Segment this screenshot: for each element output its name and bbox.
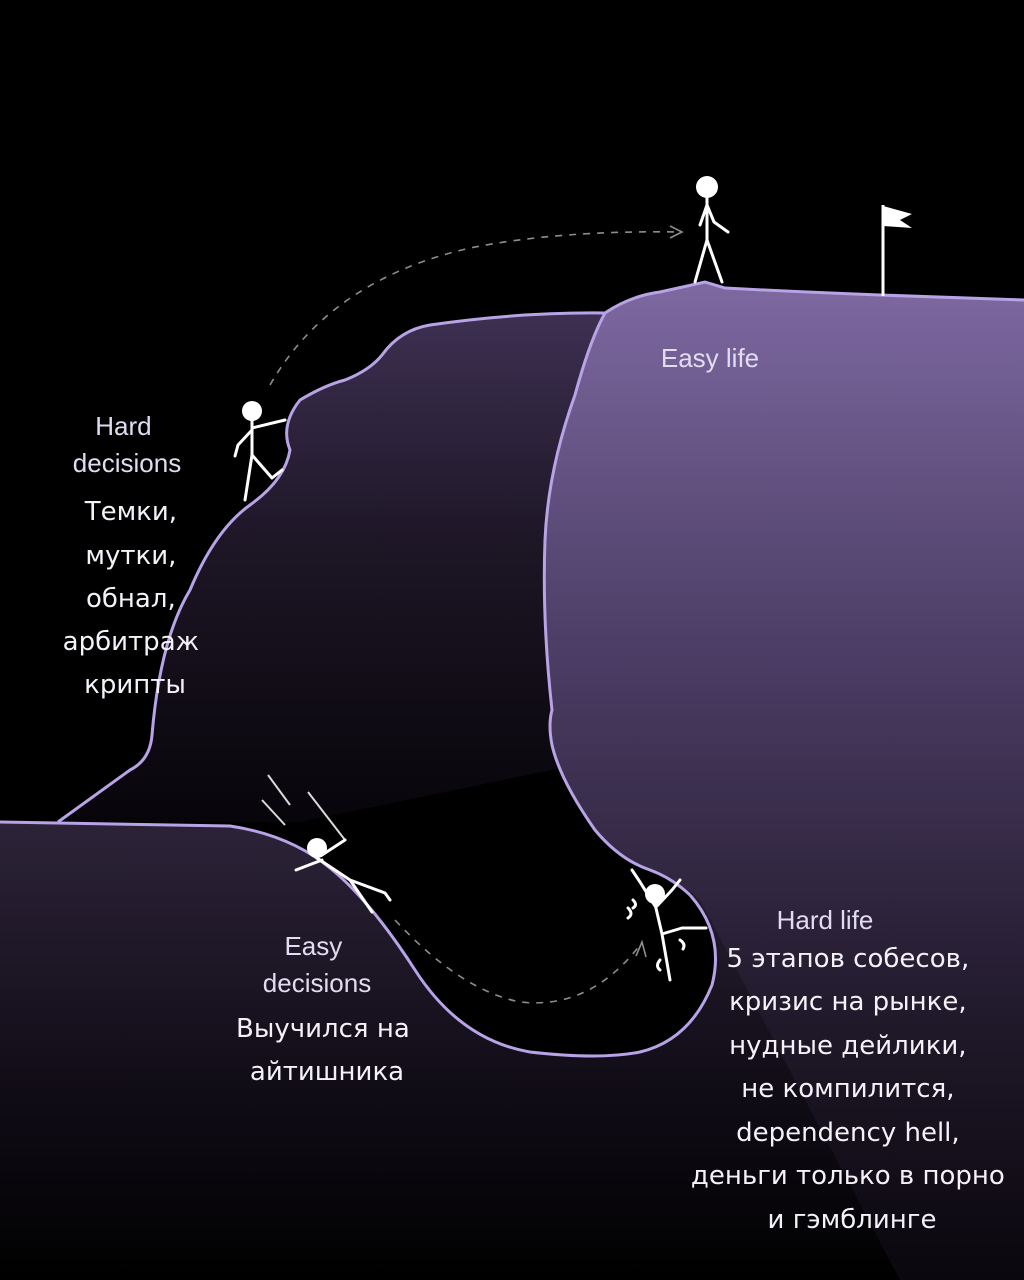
easy-decisions-label-line: decisions bbox=[263, 968, 371, 998]
hard-decisions-cliff-outline bbox=[57, 311, 606, 824]
sliding-figure-icon bbox=[294, 838, 392, 914]
hard-decisions-caption-line: мутки, bbox=[85, 541, 176, 571]
flag-icon bbox=[881, 205, 912, 296]
easy-decisions-caption: Выучился на айтишника bbox=[236, 1014, 418, 1087]
hard-decisions-label-line: Hard bbox=[95, 411, 151, 441]
walking-figure-icon bbox=[693, 176, 730, 284]
hard-decisions-caption-line: обнал, bbox=[86, 584, 176, 614]
hard-life-caption-line: 5 этапов собесов, bbox=[727, 944, 970, 974]
hard-life-caption-line: dependency hell, bbox=[736, 1118, 960, 1148]
motion-line-icon bbox=[261, 799, 286, 826]
hard-decisions-caption: Темки, мутки, обнал, арбитраж крипты bbox=[63, 497, 208, 700]
motion-line-icon bbox=[307, 791, 346, 841]
easy-life-plateau-outline bbox=[542, 280, 1024, 897]
easy-life-plateau bbox=[544, 282, 1024, 1280]
struggling-figure-icon bbox=[626, 868, 708, 982]
hard-life-caption-line: и гэмблинге bbox=[768, 1205, 937, 1235]
hard-life-caption-line: кризис на рынке, bbox=[729, 987, 967, 1017]
arrowhead-hard-life-icon bbox=[635, 939, 647, 958]
hard-decisions-cliff bbox=[58, 312, 605, 822]
arrowhead-easy-life-icon bbox=[669, 225, 684, 239]
hard-decisions-label: Hard decisions bbox=[73, 411, 181, 478]
hard-life-caption-line: деньги только в порно bbox=[691, 1161, 1005, 1191]
easy-decisions-caption-line: Выучился на bbox=[236, 1014, 410, 1044]
dashed-arrow-to-easy-life bbox=[269, 231, 681, 386]
easy-life-label: Easy life bbox=[661, 343, 759, 373]
hard-decisions-caption-line: крипты bbox=[84, 670, 186, 700]
hard-life-label: Hard life bbox=[777, 905, 874, 935]
easy-decisions-label: Easy decisions bbox=[263, 931, 371, 998]
hard-life-caption: 5 этапов собесов, кризис на рынке, нудны… bbox=[691, 944, 1013, 1235]
hard-life-caption-line: не компилится, bbox=[741, 1074, 954, 1104]
easy-decisions-label-line: Easy bbox=[284, 931, 342, 961]
dashed-arrow-to-hard-life bbox=[394, 919, 641, 1004]
climbing-figure-icon bbox=[233, 401, 287, 502]
hard-decisions-label-line: decisions bbox=[73, 448, 181, 478]
motion-line-icon bbox=[267, 774, 291, 806]
hard-life-caption-line: нудные дейлики, bbox=[729, 1031, 966, 1061]
hard-decisions-caption-line: арбитраж bbox=[63, 627, 199, 657]
hard-decisions-caption-line: Темки, bbox=[84, 497, 177, 527]
easy-decisions-caption-line: айтишника bbox=[250, 1057, 404, 1087]
